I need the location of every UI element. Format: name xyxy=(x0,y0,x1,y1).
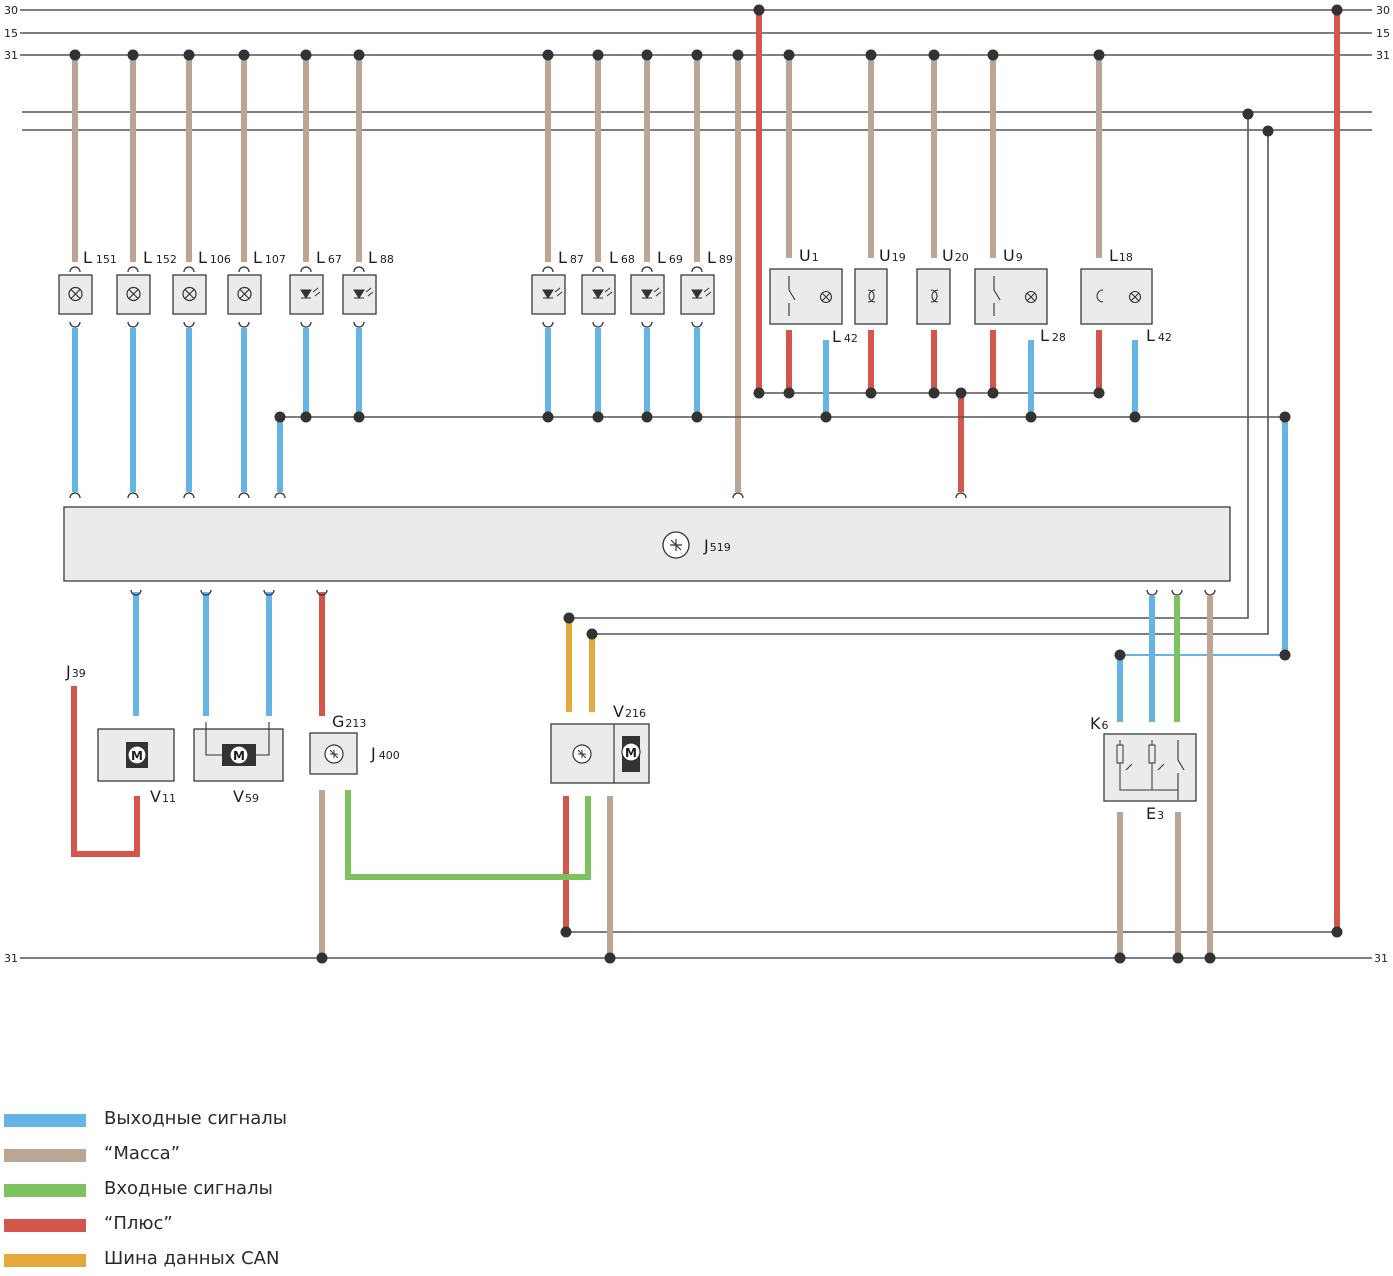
legend-label-input: Входные сигналы xyxy=(104,1178,273,1199)
svg-text:K6: K6 xyxy=(1090,714,1109,733)
led-l89 xyxy=(680,274,715,315)
rail-30-right-label: 30 xyxy=(1376,4,1390,17)
legend-label-ground: “Масса” xyxy=(104,1143,181,1164)
legend-item-ground: “Масса” xyxy=(0,1141,400,1171)
lamp-l106 xyxy=(172,274,207,315)
svg-text:J519: J519 xyxy=(703,536,731,555)
svg-text:V59: V59 xyxy=(233,787,259,806)
svg-text:L87: L87 xyxy=(558,248,584,267)
svg-text:L68: L68 xyxy=(609,248,635,267)
led-l88 xyxy=(342,274,377,315)
ground-wires-top xyxy=(72,55,1102,492)
svg-text:E3: E3 xyxy=(1146,804,1164,823)
svg-text:L67: L67 xyxy=(316,248,342,267)
legend-item-can: Шина данных CAN xyxy=(0,1246,400,1276)
ground-rail-right-label: 31 xyxy=(1374,952,1388,965)
motor-v59-glyph: M xyxy=(233,749,245,763)
svg-text:G213: G213 xyxy=(332,712,366,731)
legend-swatch-ground xyxy=(4,1149,86,1162)
sensor-g213 xyxy=(309,732,358,775)
legend-label-output: Выходные сигналы xyxy=(104,1108,288,1129)
svg-text:J39: J39 xyxy=(65,662,86,681)
svg-text:L28: L28 xyxy=(1040,326,1066,345)
socket-u19 xyxy=(854,268,888,325)
motor-v11-glyph: M xyxy=(131,749,143,763)
svg-text:L42: L42 xyxy=(1146,326,1172,345)
junction-dots xyxy=(69,4,1343,964)
lamp-l18 xyxy=(1080,268,1153,325)
legend-swatch-input xyxy=(4,1184,86,1197)
legend-swatch-can xyxy=(4,1254,86,1267)
output-wires xyxy=(72,328,1288,722)
rail-15-label: 15 xyxy=(4,27,18,40)
svg-text:U1: U1 xyxy=(799,246,819,265)
legend-item-plus: “Плюс” xyxy=(0,1211,400,1241)
legend-swatch-plus xyxy=(4,1219,86,1232)
led-l69 xyxy=(630,274,665,315)
legend-swatch-output xyxy=(4,1114,86,1127)
rail-30-label: 30 xyxy=(4,4,18,17)
led-l67 xyxy=(289,274,324,315)
control-unit-j519 xyxy=(63,506,1231,582)
svg-text:V216: V216 xyxy=(613,702,646,721)
switch-u9 xyxy=(974,268,1048,325)
legend-item-input: Входные сигналы xyxy=(0,1176,400,1206)
wiring-diagram: 30 15 31 30 15 31 31 31 xyxy=(4,4,1390,965)
switch-u1 xyxy=(769,268,843,325)
svg-text:L88: L88 xyxy=(368,248,394,267)
lamp-l152 xyxy=(116,274,151,315)
switch-e3 xyxy=(1103,733,1197,802)
legend-label-can: Шина данных CAN xyxy=(104,1248,280,1269)
svg-text:L89: L89 xyxy=(707,248,733,267)
rail-31-right-label: 31 xyxy=(1376,49,1390,62)
rail-15-right-label: 15 xyxy=(1376,27,1390,40)
svg-text:U9: U9 xyxy=(1003,246,1023,265)
socket-u20 xyxy=(916,268,951,325)
svg-text:U20: U20 xyxy=(942,246,969,265)
rail-31-label: 31 xyxy=(4,49,18,62)
can-wires xyxy=(566,618,595,712)
led-l87 xyxy=(531,274,566,315)
motor-v59 xyxy=(193,722,284,782)
ground-rail-left-label: 31 xyxy=(4,952,18,965)
input-wires xyxy=(345,596,1180,880)
lamp-l151 xyxy=(58,274,93,315)
legend-item-output: Выходные сигналы xyxy=(0,1106,400,1136)
motor-v216-glyph: M xyxy=(625,746,637,760)
svg-text:L69: L69 xyxy=(657,248,683,267)
ground-wires-bottom xyxy=(319,596,1213,958)
svg-text:L18: L18 xyxy=(1109,246,1133,265)
motor-v216 xyxy=(550,723,650,784)
connector-terminals xyxy=(69,266,1216,596)
legend-label-plus: “Плюс” xyxy=(104,1213,173,1234)
lamp-l107 xyxy=(227,274,262,315)
svg-text:U19: U19 xyxy=(879,246,906,265)
motor-v11 xyxy=(97,728,175,782)
led-l68 xyxy=(581,274,616,315)
svg-text:L42: L42 xyxy=(832,327,858,346)
plus-wires xyxy=(71,10,1340,932)
svg-text:V11: V11 xyxy=(150,787,176,806)
